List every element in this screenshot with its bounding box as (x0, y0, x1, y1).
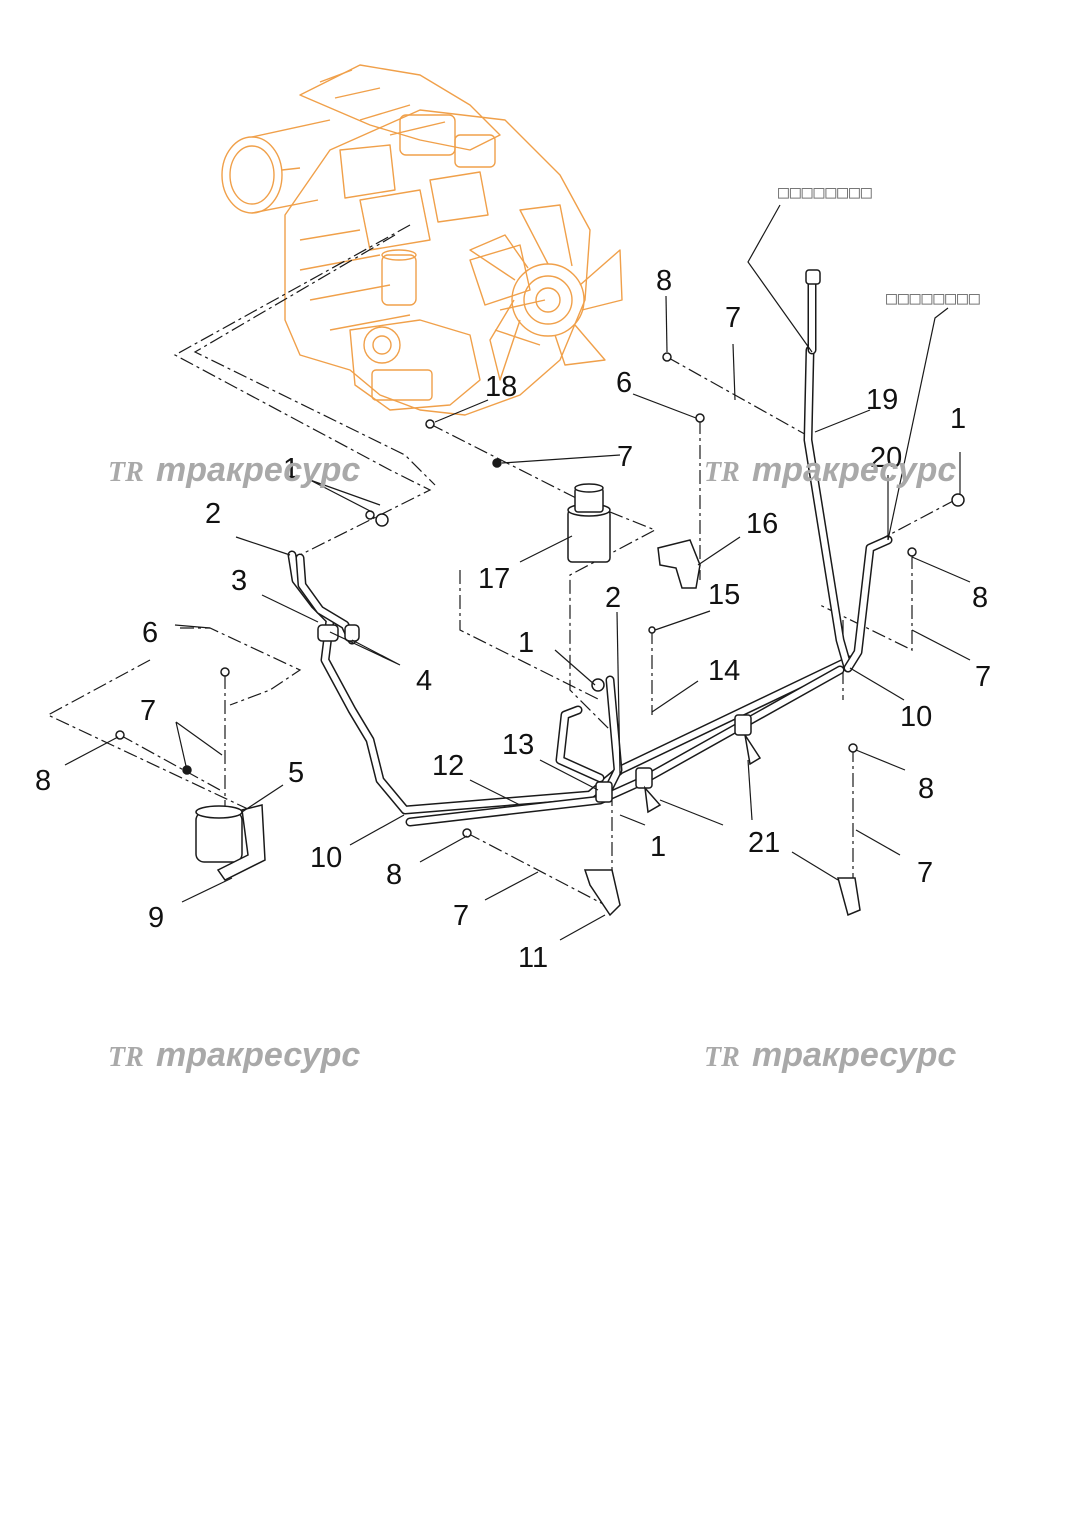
callout-1: 1 (950, 403, 966, 435)
bolt-8-lowright (848, 743, 858, 753)
watermark-1: TR тракресурс (108, 451, 360, 489)
bracket-lower-right (837, 877, 861, 917)
callout-7: 7 (917, 857, 933, 889)
callout-7: 7 (453, 900, 469, 932)
bolt-18 (425, 419, 435, 429)
clip-1-left (375, 513, 389, 527)
bolt-8-lower (462, 828, 472, 838)
fan-illustration (469, 204, 623, 381)
callout-6: 6 (616, 367, 632, 399)
callout-19: 19 (866, 384, 898, 416)
bolt-6-left (220, 667, 230, 677)
callout-2: 2 (205, 498, 221, 530)
callout-8: 8 (972, 582, 988, 614)
clip-1-mid (591, 678, 605, 692)
bracket-16 (657, 539, 701, 589)
clip-1-right (951, 493, 965, 507)
callout-9: 9 (148, 902, 164, 934)
callout-8: 8 (35, 765, 51, 797)
fitting-19-top (805, 269, 821, 285)
callout-17: 17 (478, 563, 510, 595)
callout-20: 20 (870, 442, 902, 474)
watermark-text: тракресурс (752, 451, 956, 489)
callout-numbers: 1 2 3 6 4 7 8 5 9 10 8 7 11 12 13 1 21 1… (35, 265, 991, 974)
callout-4: 4 (416, 665, 432, 697)
callout-7: 7 (725, 302, 741, 334)
callout-7: 7 (975, 661, 991, 693)
watermark-3: TR тракресурс (108, 1036, 360, 1074)
watermark-logo: TR (108, 1042, 144, 1073)
watermark-logo: TR (704, 457, 740, 488)
bolt-14 (648, 626, 656, 634)
callout-3: 3 (231, 565, 247, 597)
fuel-filter-17 (567, 483, 611, 563)
callout-2: 2 (605, 582, 621, 614)
destination-label-right: □□□□□□□□ (886, 288, 981, 309)
callout-7: 7 (140, 695, 156, 727)
watermark-text: тракресурс (752, 1036, 956, 1074)
watermark-logo: TR (108, 457, 144, 488)
fuel-filter-9 (195, 804, 266, 881)
bolt-8-right (907, 547, 917, 557)
clamp-21a (635, 767, 653, 789)
assembly-lines (46, 224, 956, 906)
callout-7: 7 (617, 441, 633, 473)
engine-illustration (221, 64, 623, 416)
sleeve-13 (595, 781, 613, 803)
callout-12: 12 (432, 750, 464, 782)
callout-1: 1 (650, 831, 666, 863)
washer-7-upper (492, 458, 502, 468)
leader-lines (64, 204, 971, 941)
bracket-11 (583, 869, 621, 917)
clamp-21b (734, 714, 752, 736)
callout-8: 8 (386, 859, 402, 891)
callout-5: 5 (288, 757, 304, 789)
destination-label-upper: □□□□□□□□ (778, 182, 873, 203)
callout-18: 18 (485, 371, 517, 403)
callout-8: 8 (656, 265, 672, 297)
bolt-8-upper (662, 352, 672, 362)
callout-10: 10 (310, 842, 342, 874)
bolt-6-upper (695, 413, 705, 423)
callout-1: 1 (518, 627, 534, 659)
callout-14: 14 (708, 655, 740, 687)
watermark-4: TR тракресурс (704, 1036, 956, 1074)
callout-13: 13 (502, 729, 534, 761)
watermark-text: тракресурс (156, 1036, 360, 1074)
callout-11: 11 (518, 942, 548, 974)
callout-16: 16 (746, 508, 778, 540)
parts (115, 269, 965, 917)
callout-21: 21 (748, 827, 780, 859)
washer-7-left (182, 765, 192, 775)
watermark-2: TR тракресурс (704, 451, 956, 489)
callout-8: 8 (918, 773, 934, 805)
callout-6: 6 (142, 617, 158, 649)
callout-15: 15 (708, 579, 740, 611)
callout-1: 1 (283, 453, 299, 485)
connector-4 (317, 624, 339, 642)
watermark-text: тракресурс (156, 451, 360, 489)
watermark-logo: TR (704, 1042, 740, 1073)
callout-10: 10 (900, 701, 932, 733)
